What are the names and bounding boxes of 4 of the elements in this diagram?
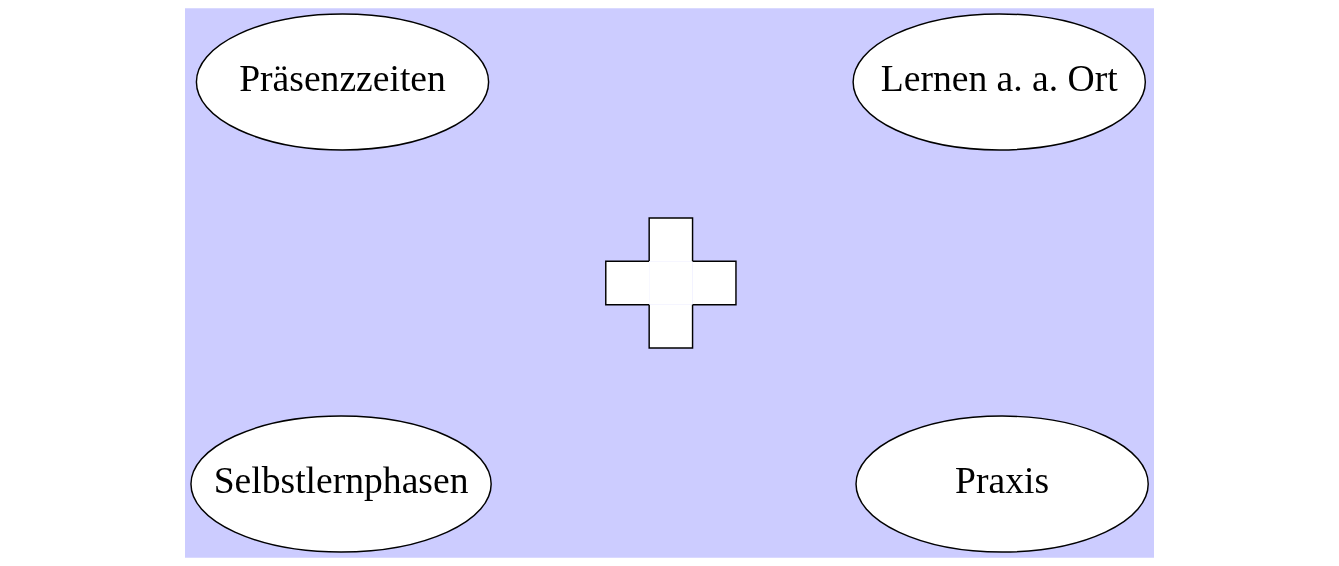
node-ellipse: Praxis [855,415,1149,553]
node-ellipse: Selbstlernphasen [190,415,492,553]
node-ellipse: Präsenzzeiten [195,13,490,151]
node-ellipse: Lernen a. a. Ort [852,13,1147,151]
